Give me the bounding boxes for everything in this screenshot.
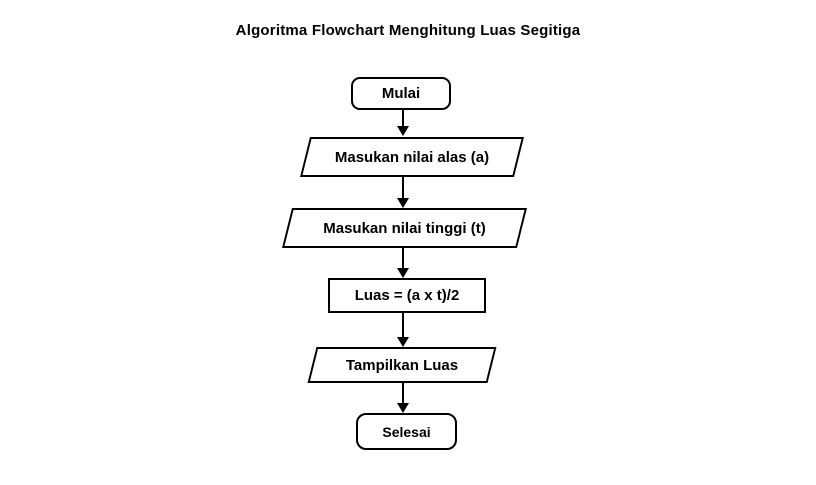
flowchart-title: Algoritma Flowchart Menghitung Luas Segi… (235, 22, 581, 39)
flowchart-node-input-tinggi: Masukan nilai tinggi (t) (282, 208, 527, 248)
node-label-input-tinggi: Masukan nilai tinggi (t) (323, 219, 486, 237)
node-label-process-luas: Luas = (a x t)/2 (354, 287, 460, 304)
flowchart-node-process-luas: Luas = (a x t)/2 (328, 278, 486, 313)
flow-arrow-input-tinggi-to-process (396, 248, 410, 278)
arrow-head-icon (397, 198, 409, 208)
arrow-head-icon (397, 403, 409, 413)
arrow-head-icon (397, 337, 409, 347)
flowchart-node-input-alas: Masukan nilai alas (a) (300, 137, 524, 177)
node-label-output-luas: Tampilkan Luas (345, 356, 459, 374)
arrow-shaft (402, 383, 404, 403)
flowchart-node-output-luas: Tampilkan Luas (307, 347, 497, 383)
arrow-shaft (402, 313, 404, 337)
node-label-end: Selesai (382, 423, 431, 440)
flow-arrow-start-to-input-alas (396, 110, 410, 136)
node-label-input-alas: Masukan nilai alas (a) (334, 148, 490, 166)
arrow-head-icon (397, 126, 409, 136)
arrow-shaft (402, 110, 404, 126)
flow-arrow-process-to-output (396, 313, 410, 347)
flowchart-node-end: Selesai (356, 413, 457, 450)
flow-arrow-output-to-end (396, 383, 410, 413)
arrow-head-icon (397, 268, 409, 278)
node-label-start: Mulai (381, 85, 421, 102)
flowchart-node-start: Mulai (351, 77, 451, 110)
arrow-shaft (402, 248, 404, 268)
flow-arrow-input-alas-to-input-tinggi (396, 177, 410, 208)
arrow-shaft (402, 177, 404, 198)
